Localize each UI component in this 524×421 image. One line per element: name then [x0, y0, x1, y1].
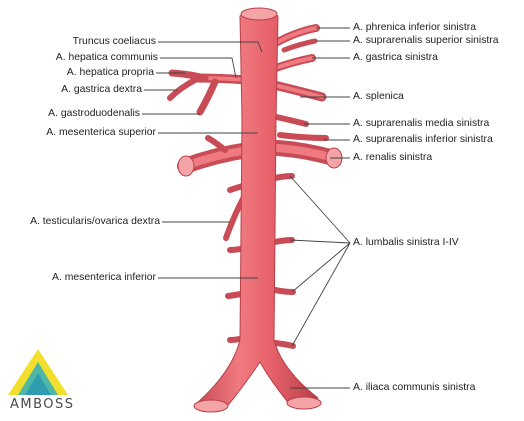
label-phrenica-inferior: A. phrenica inferior sinistra: [353, 22, 477, 33]
vessel-suprarenalis-superior: [281, 38, 318, 53]
label-mesenterica-inferior: A. mesenterica inferior: [52, 272, 156, 283]
vessel-lumbalis-3: [272, 287, 296, 295]
label-suprarenalis-media: A. suprarenalis media sinistra: [353, 118, 490, 129]
vessel-suprarenalis-media: [269, 113, 309, 127]
label-iliaca-communis: A. iliaca communis sinistra: [353, 382, 476, 393]
vessel-gastroduodenalis: [196, 78, 219, 116]
label-gastroduodenalis: A. gastroduodenalis: [48, 108, 140, 119]
label-testicularis-ovarica: A. testicularis/ovarica dextra: [30, 216, 160, 227]
vessel-hepatica-propria: [168, 69, 209, 82]
aorta: [194, 9, 320, 409]
label-hepatica-communis: A. hepatica communis: [55, 52, 158, 63]
label-truncus-coeliacus: Truncus coeliacus: [72, 36, 156, 47]
renal-left-opening: [177, 155, 195, 177]
vessel-lumbalis-4: [272, 340, 296, 349]
label-gastrica-dextra: A. gastrica dextra: [61, 84, 142, 95]
label-gastrica-sinistra: A. gastrica sinistra: [353, 52, 438, 63]
leader-lines: [142, 27, 351, 389]
label-mesenterica-superior: A. mesenterica superior: [46, 127, 156, 138]
label-suprarenalis-inferior: A. suprarenalis inferior sinistra: [353, 134, 493, 145]
label-suprarenalis-superior: A. suprarenalis superior sinistra: [353, 35, 499, 46]
aorta-top-opening: [240, 7, 278, 21]
vessel-gastrica-dextra: [167, 77, 198, 101]
vessel-lumbalis-1: [272, 173, 295, 181]
label-lumbalis-sinistra: A. lumbalis sinistra I-IV: [353, 237, 459, 248]
label-hepatica-propria: A. hepatica propria: [66, 67, 154, 78]
iliac-left-opening: [193, 399, 229, 413]
iliac-right-opening: [286, 396, 322, 410]
amboss-logo-text: AMBOSS: [10, 397, 75, 412]
amboss-logo-icon: [8, 349, 68, 395]
vessel-suprarenalis-inferior: [277, 132, 329, 141]
label-splenica: A. splenica: [353, 91, 404, 102]
vessel-lumbalis-2: [272, 237, 295, 245]
label-renalis-sinistra: A. renalis sinistra: [353, 152, 433, 163]
